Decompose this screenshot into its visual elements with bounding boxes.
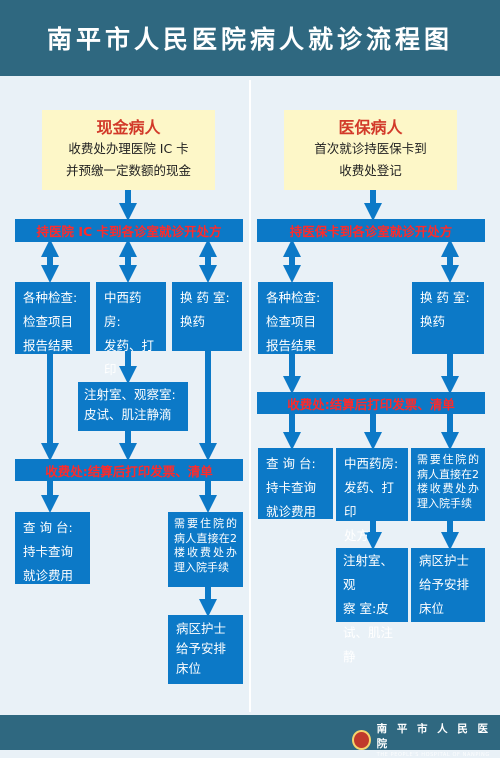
right-inquiry-box: 查 询 台: 持卡查询 就诊费用 (258, 448, 333, 519)
left-inquiry-line2: 持卡查询 (23, 544, 74, 559)
right-dressing-box: 换 药 室: 换药 (412, 282, 484, 354)
right-pharmacy-line2: 发药、打印 (344, 480, 395, 519)
right-pharmacy-line1: 中西药房: (344, 456, 399, 471)
hospital-logo-icon (352, 729, 371, 750)
left-patient-type-note: 现金病人 收费处办理医院 IC 卡 并预缴一定数额的现金 (42, 110, 215, 190)
right-inquiry-line3: 就诊费用 (266, 504, 317, 519)
right-pharmacy-line3: 处方 (344, 528, 370, 543)
left-hospitalize-box: 需要住院的病人直接在2楼收费处办理入院手续 (168, 512, 243, 587)
right-consultation-bar: 持医保卡到各诊室就诊开处方 (257, 219, 485, 242)
hospital-brand: 南 平 市 人 民 医 院 THE PEOPLE'S HOSPITAL OF N… (352, 721, 500, 758)
right-cashier-bar: 收费处:结算后打印发票、清单 (257, 392, 485, 414)
left-ward-line3: 床位 (176, 661, 202, 676)
left-cashier-bar: 收费处:结算后打印发票、清单 (15, 459, 243, 481)
right-inquiry-line2: 持卡查询 (266, 480, 317, 495)
left-ward-box: 病区护士 给予安排 床位 (168, 615, 243, 684)
right-inquiry-line1: 查 询 台: (266, 456, 316, 471)
right-injection-line2: 察 室:皮 (343, 601, 389, 616)
left-inquiry-line3: 就诊费用 (23, 568, 74, 583)
right-ward-box: 病区护士 给予安排 床位 (411, 548, 485, 622)
right-hospitalize-box: 需要住院的病人直接在2楼收费处办理入院手续 (411, 448, 485, 521)
right-patient-type-title: 医保病人 (338, 118, 403, 137)
right-dressing-line1: 换 药 室: (420, 290, 470, 305)
right-exam-box: 各种检查: 检查项目 报告结果 (258, 282, 333, 354)
right-pharmacy-box: 中西药房: 发药、打印 处方 (336, 448, 408, 543)
right-injection-line3: 试、肌注静 (343, 625, 394, 664)
left-pharmacy-line1: 中西药房: (104, 290, 142, 329)
left-exam-box: 各种检查: 检查项目 报告结果 (15, 282, 90, 354)
left-exam-line3: 报告结果 (23, 338, 74, 353)
right-exam-line2: 检查项目 (266, 314, 317, 329)
right-ward-line2: 给予安排 (419, 577, 470, 592)
right-patient-type-note: 医保病人 首次就诊持医保卡到 收费处登记 (284, 110, 457, 190)
left-dressing-box: 换 药 室: 换药 (172, 282, 242, 351)
right-note-line2: 收费处登记 (339, 163, 402, 178)
left-inquiry-box: 查 询 台: 持卡查询 就诊费用 (15, 512, 90, 584)
left-patient-type-title: 现金病人 (96, 118, 161, 137)
right-note-line1: 首次就诊持医保卡到 (314, 141, 427, 156)
left-note-line2: 并预缴一定数额的现金 (65, 163, 191, 178)
hospital-english-name: THE PEOPLE'S HOSPITAL OF NANPING (376, 752, 490, 758)
right-ward-line1: 病区护士 (419, 553, 470, 568)
left-exam-line2: 检查项目 (23, 314, 74, 329)
left-consultation-bar: 持医院 IC 卡到各诊室就诊开处方 (15, 219, 243, 242)
left-inquiry-line1: 查 询 台: (23, 520, 73, 535)
left-note-line1: 收费处办理医院 IC 卡 (68, 141, 189, 156)
right-injection-line1: 注射室、观 (343, 553, 394, 592)
right-injection-box: 注射室、观 察 室:皮 试、肌注静 (336, 548, 408, 664)
right-exam-line3: 报告结果 (266, 338, 317, 353)
hospital-name: 南 平 市 人 民 医 院 (376, 723, 491, 750)
left-ward-line2: 给予安排 (176, 641, 227, 656)
left-exam-line1: 各种检查: (23, 290, 78, 305)
right-exam-line1: 各种检查: (266, 290, 321, 305)
footer-bar: 南 平 市 人 民 医 院 THE PEOPLE'S HOSPITAL OF N… (0, 715, 500, 758)
left-injection-line1: 注射室、观察室: (84, 387, 176, 402)
left-injection-line2: 皮试、肌注静滴 (84, 407, 172, 422)
left-dressing-line1: 换 药 室: (180, 290, 230, 305)
left-dressing-line2: 换药 (180, 314, 206, 329)
left-pharmacy-box: 中西药房: 发药、打印 处方 (96, 282, 166, 401)
center-divider (249, 80, 251, 712)
right-dressing-line2: 换药 (420, 314, 446, 329)
left-ward-line1: 病区护士 (176, 621, 227, 636)
left-pharmacy-line2: 发药、打印 (104, 338, 155, 377)
left-injection-box: 注射室、观察室: 皮试、肌注静滴 (78, 382, 188, 431)
right-ward-line3: 床位 (419, 601, 445, 616)
page-title: 南平市人民医院病人就诊流程图 (0, 0, 500, 76)
